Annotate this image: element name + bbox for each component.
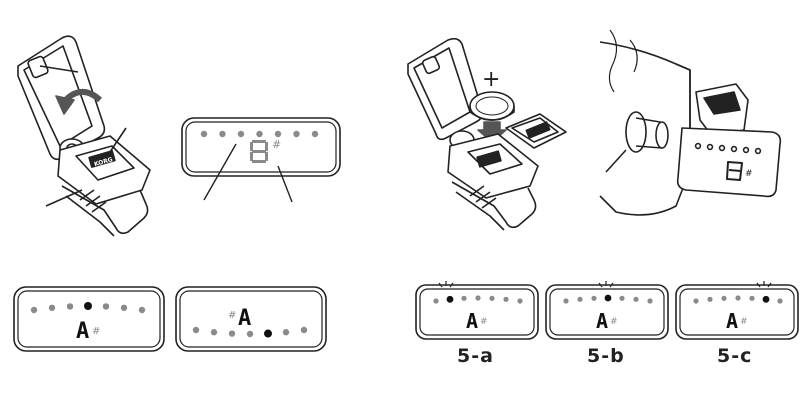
headstock-sharp-sign: # (745, 169, 753, 179)
lcd-segment-panel (182, 118, 340, 202)
led-dot (67, 303, 73, 309)
led-dot (763, 296, 770, 303)
led-dot (256, 131, 262, 137)
led-dot (103, 303, 109, 309)
led-dot (229, 330, 235, 336)
note-letter-5c: A (726, 309, 738, 333)
clip-tuner-open-figure (18, 36, 150, 236)
led-dot (461, 296, 466, 301)
led-dot (563, 298, 568, 303)
led-dot (219, 131, 225, 137)
led-dot (749, 296, 754, 301)
sharp-sign-1: # (92, 326, 100, 337)
sharp-sign-2: # (228, 310, 236, 321)
sharp-sign-5c: # (740, 317, 748, 327)
led-dot (238, 131, 244, 137)
led-dot (633, 297, 638, 302)
led-dot (447, 296, 454, 303)
sharp-sign-5a: # (480, 317, 488, 327)
led-dot (139, 307, 145, 313)
led-dot (283, 329, 289, 335)
note-letter-5a: A (466, 309, 478, 333)
led-dot (301, 327, 307, 333)
led-dot (84, 302, 92, 310)
caption-5c: 5-c (717, 345, 752, 367)
led-dot (735, 295, 740, 300)
led-dot (577, 297, 582, 302)
caption-5a: 5-a (457, 345, 494, 367)
sharp-sign-5b: # (610, 317, 618, 327)
lcd-sharp-sign: # (272, 138, 281, 151)
led-dot (264, 330, 272, 338)
led-dot (433, 298, 438, 303)
led-dot (247, 331, 253, 337)
led-dot (193, 327, 199, 333)
led-dot (201, 131, 207, 137)
led-dot (647, 298, 652, 303)
note-letter-5b: A (596, 309, 608, 333)
led-dot (293, 131, 299, 137)
led-dot (517, 298, 522, 303)
tuner-on-headstock-figure (600, 30, 780, 215)
led-dot (605, 295, 612, 302)
led-dot (121, 305, 127, 311)
led-dot (211, 329, 217, 335)
led-dot (275, 131, 281, 137)
led-dot (503, 297, 508, 302)
led-dot (489, 296, 494, 301)
led-dot (591, 296, 596, 301)
led-dot (31, 307, 37, 313)
led-dot (619, 296, 624, 301)
led-dot (475, 295, 480, 300)
led-dot (693, 298, 698, 303)
note-letter-1: A (76, 319, 89, 344)
led-dot (49, 305, 55, 311)
plus-sign: + (482, 67, 500, 92)
led-dot (312, 131, 318, 137)
led-dot (707, 297, 712, 302)
note-letter-2: A (238, 306, 251, 331)
caption-5b: 5-b (587, 345, 625, 367)
led-dot (777, 298, 782, 303)
led-dot (721, 296, 726, 301)
